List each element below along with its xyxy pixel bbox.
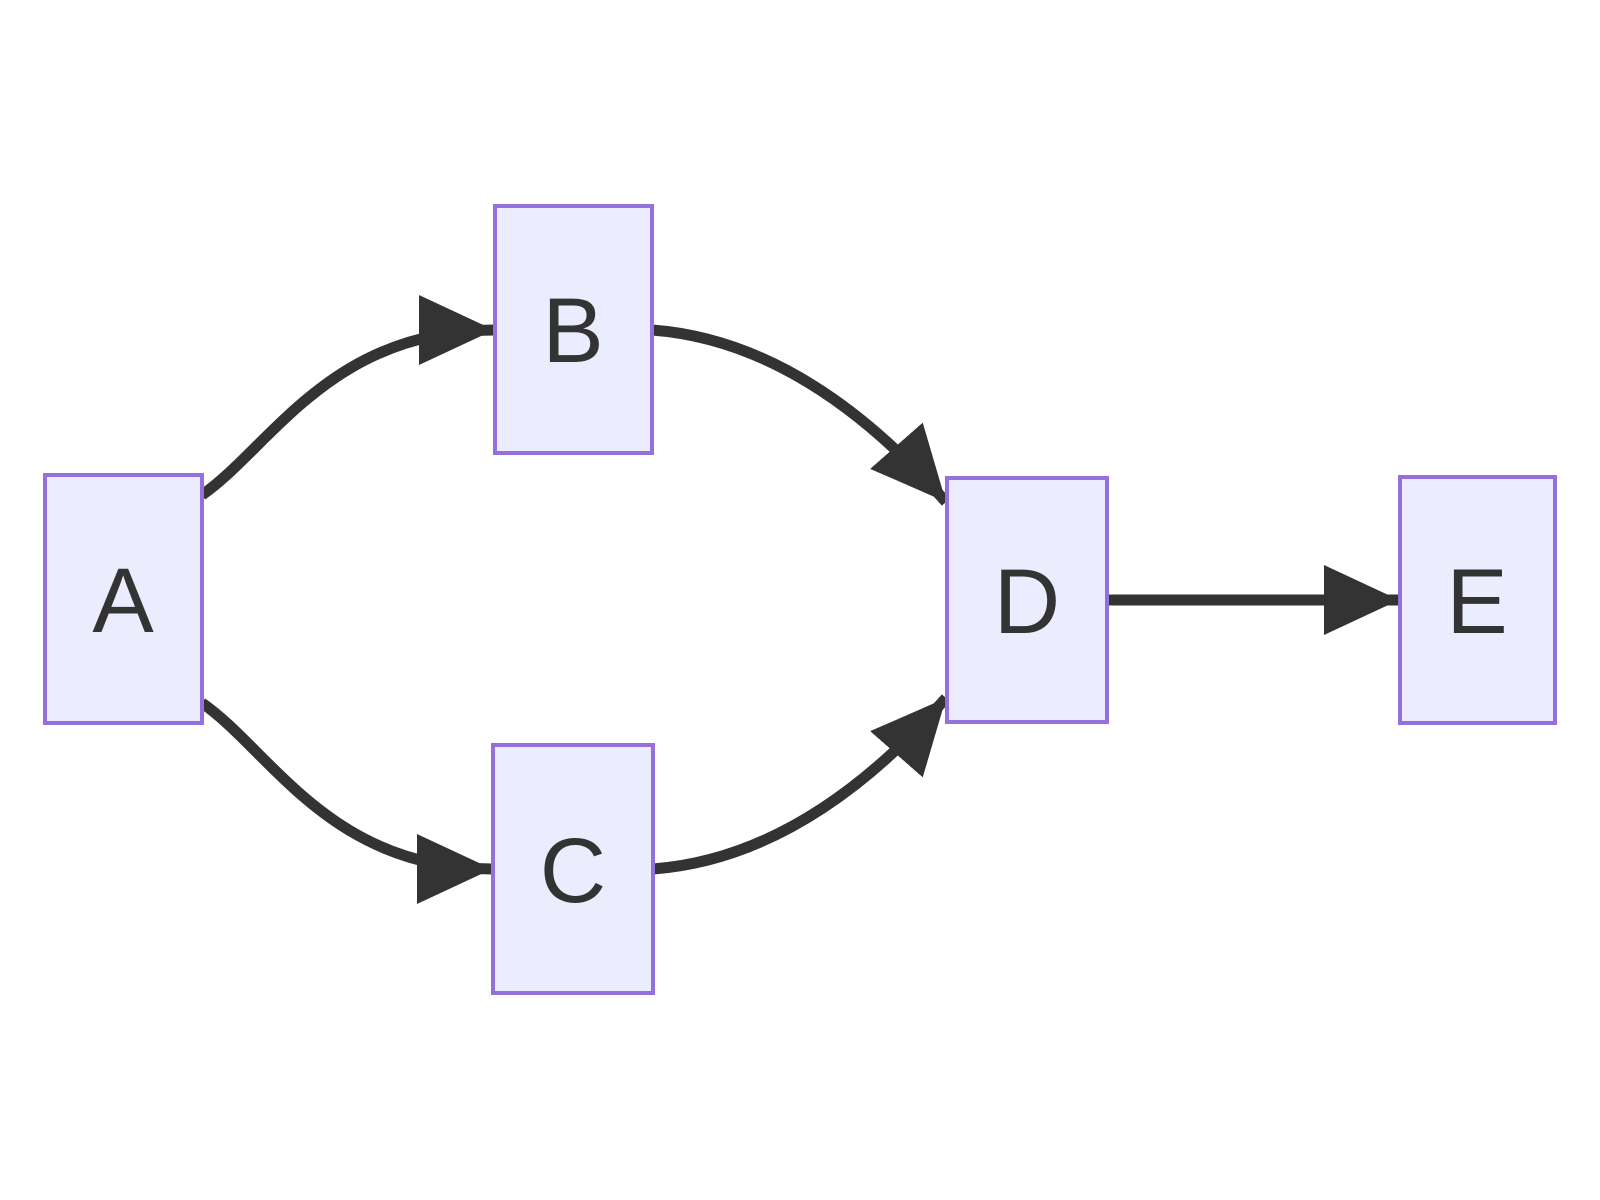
node-D-label: D xyxy=(994,551,1060,653)
edge-B-D xyxy=(651,324,951,506)
node-D: D xyxy=(945,476,1109,724)
node-E-box xyxy=(1398,475,1557,725)
node-B-box xyxy=(493,204,654,455)
node-B-label: B xyxy=(542,280,603,382)
node-D-box xyxy=(945,476,1109,724)
node-C: C xyxy=(491,743,655,995)
edge-C-D xyxy=(652,694,951,875)
edge-layer xyxy=(198,295,1399,904)
node-C-label: C xyxy=(540,820,606,922)
node-layer: A B C D E xyxy=(43,204,1557,995)
node-E: E xyxy=(1398,475,1557,725)
node-C-box xyxy=(491,743,655,995)
edge-A-C xyxy=(198,698,493,904)
node-A-label: A xyxy=(92,550,154,652)
node-A: A xyxy=(43,473,204,725)
node-E-label: E xyxy=(1446,551,1507,653)
node-A-box xyxy=(43,473,204,725)
edge-A-B xyxy=(198,295,495,500)
node-B: B xyxy=(493,204,654,455)
